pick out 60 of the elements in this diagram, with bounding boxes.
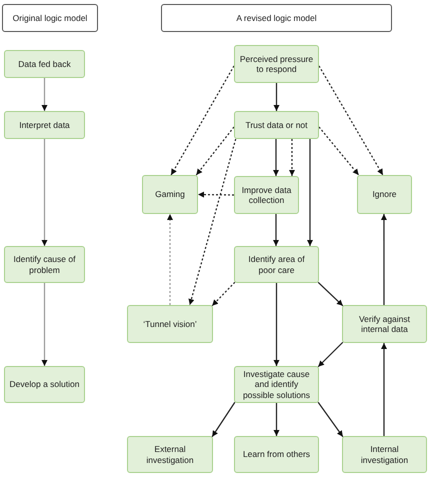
arrow [381,343,387,436]
panel-header [2,4,98,32]
step-label: External investigation [145,444,195,465]
step-label: Investigate cause and identify possible solutions [242,368,312,400]
arrow [318,282,344,306]
dashed-arrow [288,139,295,176]
arrow [274,403,280,436]
dashed-arrow [167,214,173,305]
arrow [274,283,280,366]
arrow [273,214,279,246]
process-box [4,366,85,403]
step-label: Identify area of poor care [247,254,306,275]
step-label: Identify cause of problem [12,254,76,275]
step-label: Trust data or not [245,120,308,130]
step-label: Develop a solution [10,379,80,390]
panel-title: Original logic model [12,12,88,24]
step-label: ‘Tunnel vision’ [143,318,197,330]
process-box [4,246,85,283]
arrow [307,139,313,246]
dashed-arrow [198,192,234,198]
process-box [342,436,427,473]
arrow [42,283,48,366]
arrow [42,139,48,246]
arrow [380,214,387,305]
step-label: Perceived pressure to respond [239,54,314,74]
process-box [234,246,319,283]
step-label: Interpret data [19,120,70,130]
process-box [127,305,213,343]
dashed-arrow [318,66,384,176]
arrow [318,402,344,438]
arrow [318,342,344,368]
process-box [4,111,85,139]
dashed-arrow [318,126,360,176]
process-box [234,45,319,83]
panel-header [161,4,392,32]
step-label: Internal investigation [360,444,410,465]
dashed-arrow [188,138,236,306]
step-label: Verify against internal data [358,314,412,334]
process-box [127,436,213,473]
arrow [212,402,236,438]
process-box [357,175,412,214]
step-label: Gaming [155,189,185,200]
process-box [234,366,319,403]
step-label: Data fed back [18,58,71,70]
arrow [273,139,279,176]
arrow [274,83,280,111]
step-label: Improve data collection [240,184,292,206]
dashed-arrow [196,126,234,176]
arrow [42,78,48,111]
process-box [234,436,319,473]
process-box [142,175,198,214]
process-box [234,176,299,214]
step-label: Ignore [372,189,397,200]
process-box [4,50,85,78]
process-box [342,305,427,343]
dashed-arrow [212,282,236,306]
panel-title: A revised logic model [236,12,317,24]
step-label: Learn from others [242,449,310,460]
process-box [234,111,319,139]
dashed-arrow [170,66,235,176]
